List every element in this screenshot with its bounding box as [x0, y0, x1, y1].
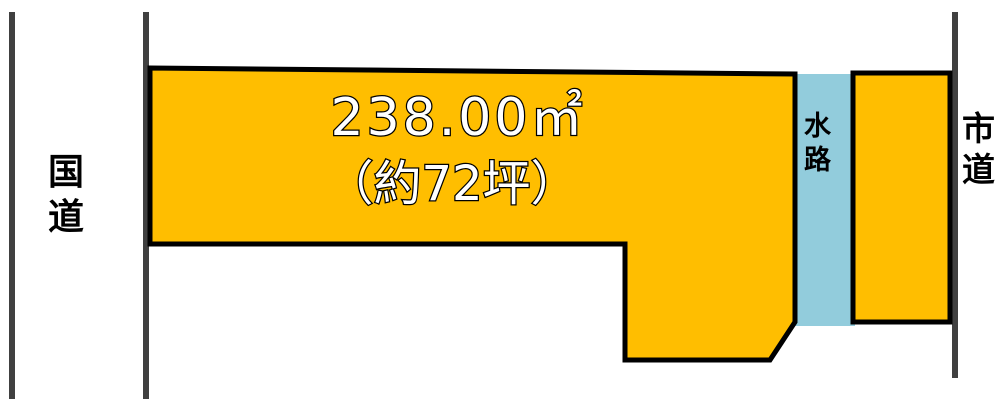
- national-road-char-1: 国: [48, 152, 85, 193]
- waterway-strip: [793, 74, 855, 326]
- area-label: 238.00㎡: [331, 88, 586, 148]
- main-lot: [147, 65, 798, 363]
- waterway-label: 水 路: [804, 110, 831, 178]
- national-road-label: 国 道: [48, 150, 84, 240]
- city-road-char-2: 道: [962, 150, 995, 190]
- tsubo-label: （約72坪）: [325, 156, 578, 212]
- waterway-char-2: 路: [804, 144, 831, 176]
- side-lot: [850, 70, 953, 325]
- city-road-char-1: 市: [962, 109, 995, 148]
- waterway-char-1: 水: [804, 111, 831, 142]
- national-road-char-2: 道: [48, 197, 85, 238]
- city-road-label: 市 道: [962, 108, 995, 191]
